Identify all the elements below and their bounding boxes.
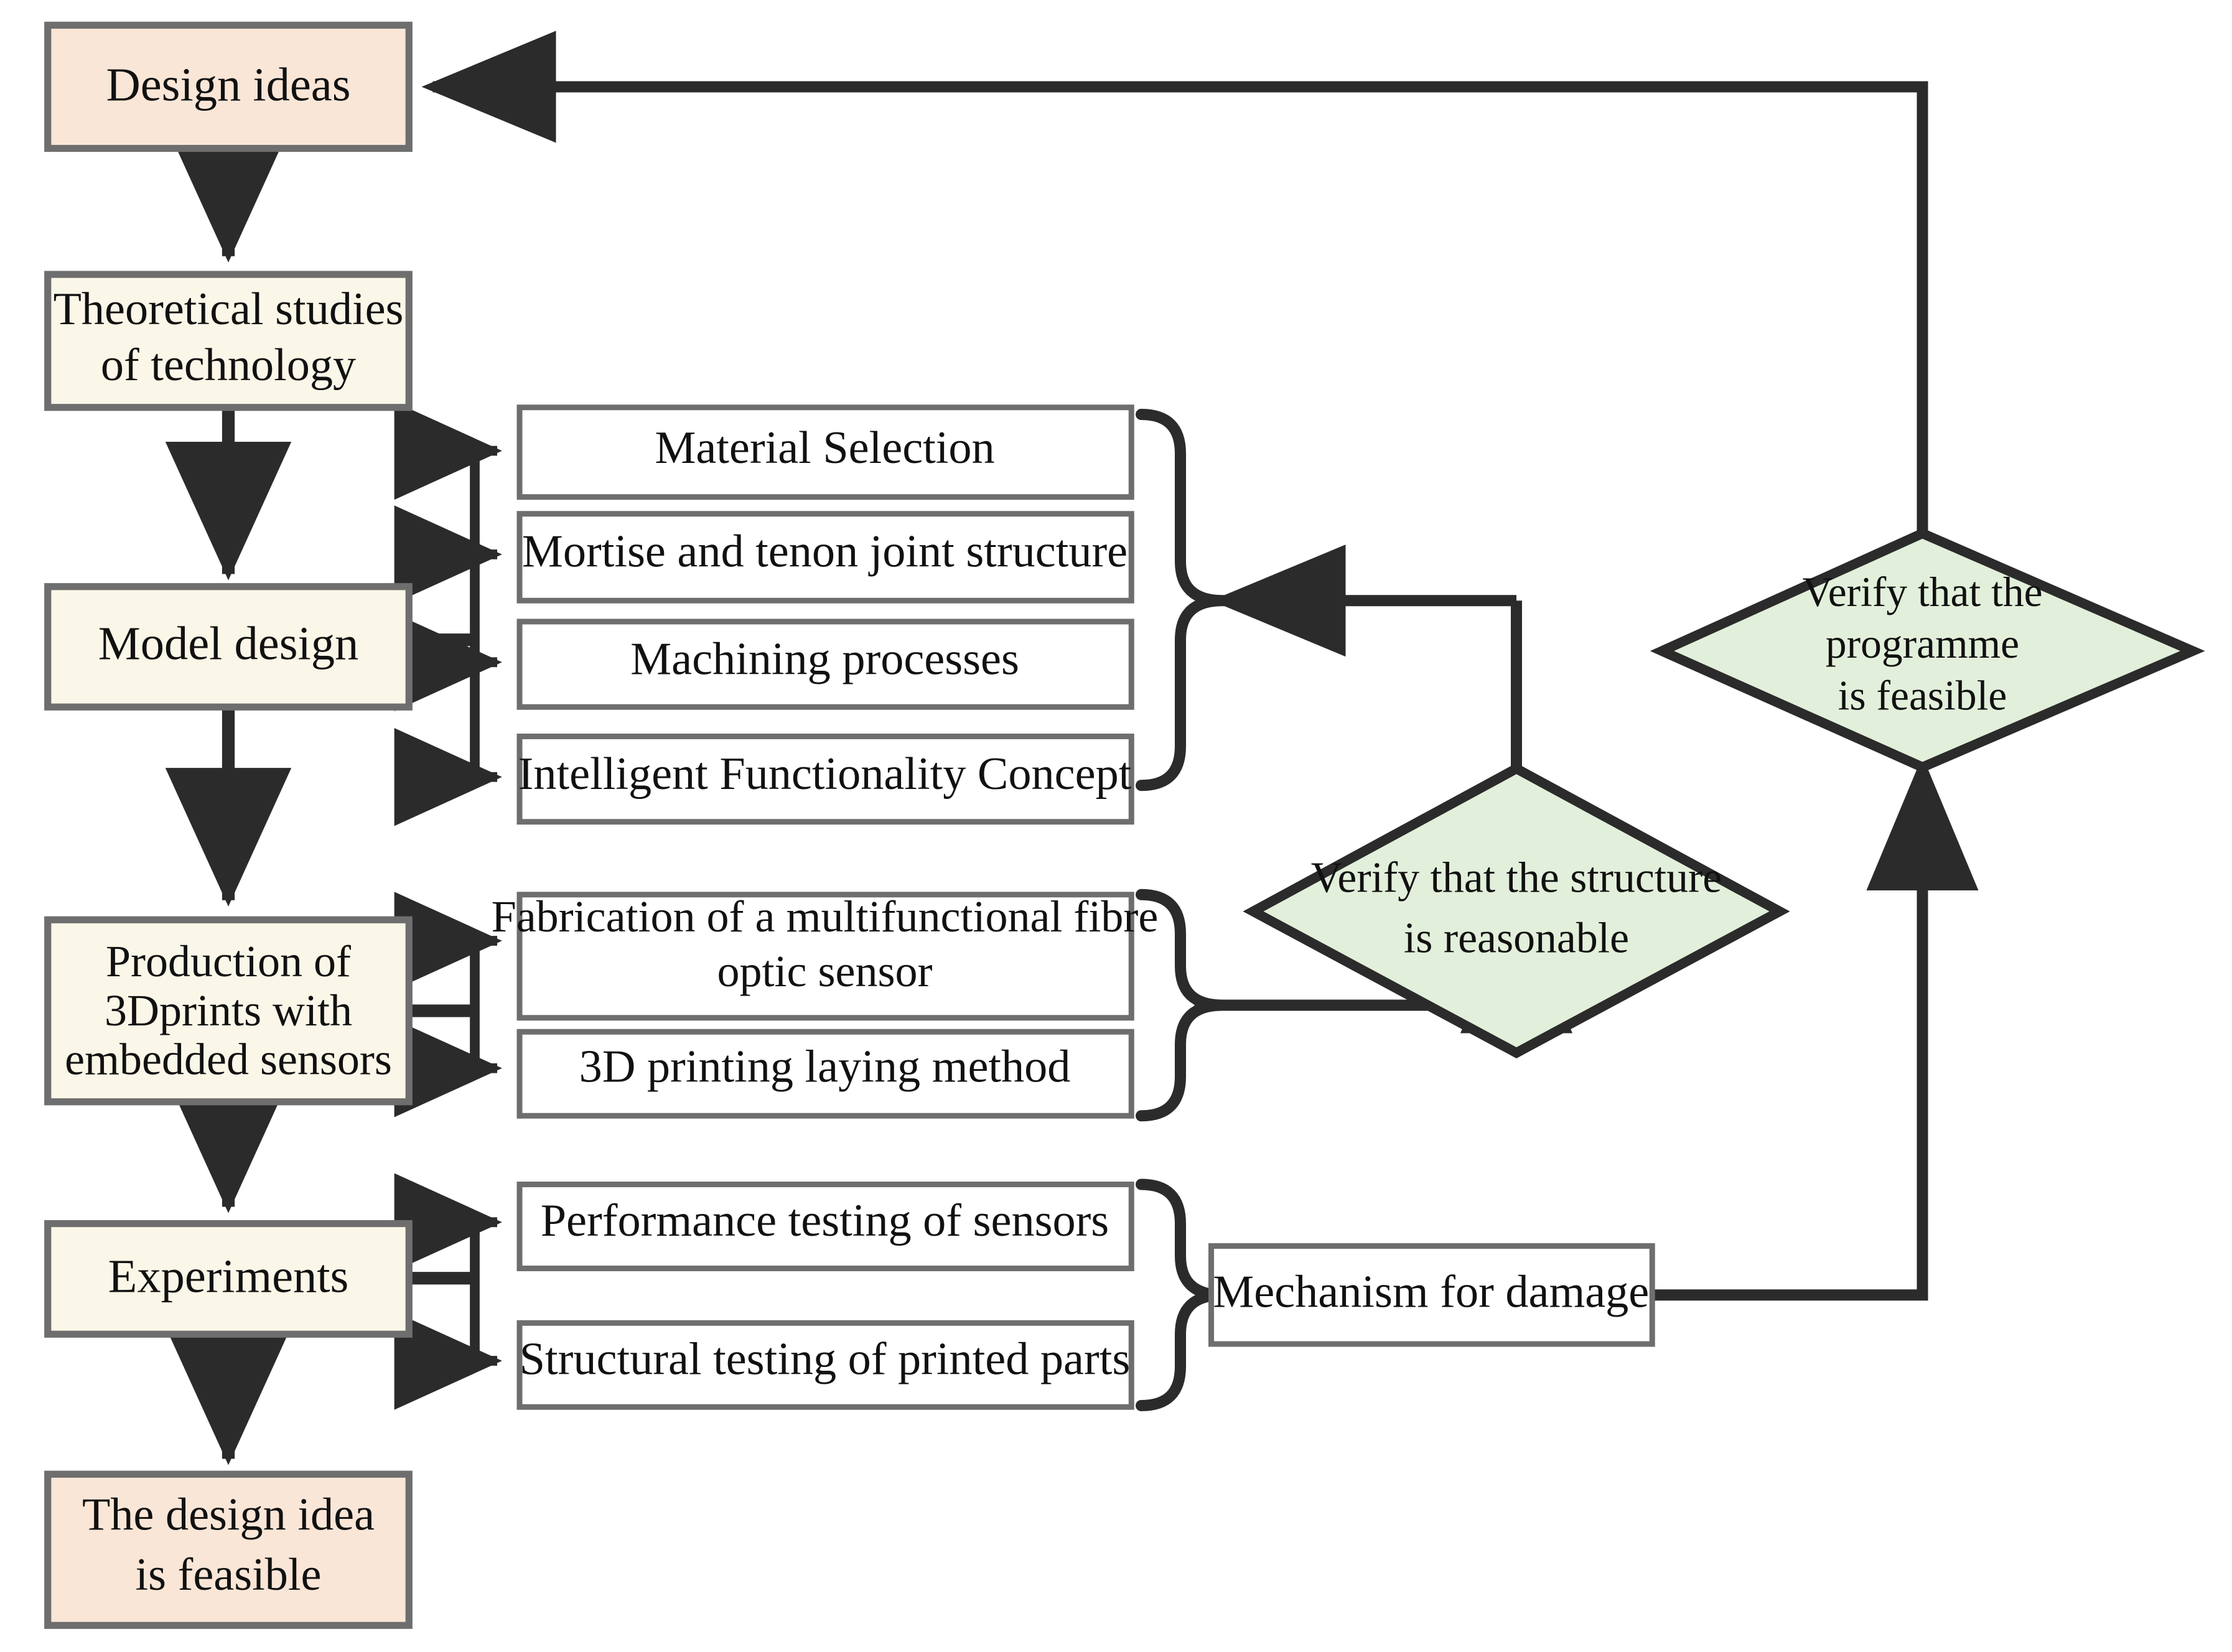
node-verify-programme-line3: is feasible bbox=[1838, 672, 2007, 719]
node-structural-testing-label: Structural testing of printed parts bbox=[520, 1334, 1131, 1385]
node-verify-programme[interactable]: Verify that the programme is feasible bbox=[1650, 528, 2205, 773]
node-fabrication-fibre-sensor[interactable]: Fabrication of a multifunctional fibre o… bbox=[492, 892, 1159, 1021]
node-model-design-label: Model design bbox=[98, 617, 359, 670]
node-fabrication-line2: optic sensor bbox=[717, 946, 933, 996]
node-printing-laying-method[interactable]: 3D printing laying method bbox=[516, 1029, 1134, 1119]
node-production-line3: embedded sensors bbox=[65, 1035, 392, 1085]
node-production-3dprints[interactable]: Production of 3Dprints with embedded sen… bbox=[44, 916, 413, 1106]
node-theoretical-studies[interactable]: Theoretical studies of technology bbox=[44, 271, 413, 411]
node-mechanism-damage[interactable]: Mechanism for damage bbox=[1208, 1243, 1655, 1347]
node-feasible-line1: The design idea bbox=[82, 1489, 375, 1540]
node-mortise-tenon[interactable]: Mortise and tenon joint structure bbox=[516, 511, 1134, 604]
node-theoretical-studies-line2: of technology bbox=[101, 340, 356, 391]
node-performance-testing-label: Performance testing of sensors bbox=[541, 1195, 1109, 1246]
node-mortise-tenon-label: Mortise and tenon joint structure bbox=[522, 526, 1128, 577]
node-fabrication-line1: Fabrication of a multifunctional fibre bbox=[492, 892, 1159, 941]
node-production-line1: Production of bbox=[106, 936, 351, 986]
node-verify-structure-line2: is reasonable bbox=[1404, 914, 1629, 962]
node-printing-laying-label: 3D printing laying method bbox=[579, 1041, 1071, 1092]
node-verify-structure-line1: Verify that the structure bbox=[1311, 854, 1722, 902]
node-production-line2: 3Dprints with bbox=[105, 986, 352, 1035]
node-design-ideas[interactable]: Design ideas bbox=[44, 21, 413, 152]
node-structural-testing[interactable]: Structural testing of printed parts bbox=[516, 1320, 1134, 1410]
node-model-design[interactable]: Model design bbox=[44, 583, 413, 711]
node-verify-programme-line1: Verify that the bbox=[1802, 569, 2042, 615]
node-intelligent-functionality-label: Intelligent Functionality Concept bbox=[518, 749, 1132, 800]
node-machining-processes[interactable]: Machining processes bbox=[516, 618, 1134, 710]
node-performance-testing[interactable]: Performance testing of sensors bbox=[516, 1182, 1134, 1271]
node-design-ideas-label: Design ideas bbox=[106, 58, 350, 111]
node-design-idea-feasible[interactable]: The design idea is feasible bbox=[44, 1470, 413, 1629]
node-theoretical-studies-line1: Theoretical studies bbox=[54, 284, 404, 335]
node-intelligent-functionality[interactable]: Intelligent Functionality Concept bbox=[516, 734, 1134, 825]
node-feasible-line2: is feasible bbox=[136, 1549, 322, 1600]
node-verify-structure[interactable]: Verify that the structure is reasonable bbox=[1243, 763, 1790, 1058]
left-column-nodes: Design ideas Theoretical studies of tech… bbox=[44, 21, 413, 1629]
node-material-selection-label: Material Selection bbox=[655, 422, 994, 474]
node-experiments[interactable]: Experiments bbox=[44, 1220, 413, 1338]
node-verify-programme-line2: programme bbox=[1826, 620, 2019, 667]
node-mechanism-damage-label: Mechanism for damage bbox=[1213, 1267, 1649, 1318]
edge-verify-programme-to-design-ideas bbox=[421, 30, 1928, 534]
node-experiments-label: Experiments bbox=[108, 1249, 349, 1302]
node-material-selection[interactable]: Material Selection bbox=[516, 404, 1134, 500]
brace-model-group bbox=[1136, 409, 1223, 791]
sub-process-nodes: Material Selection Mortise and tenon joi… bbox=[492, 404, 1655, 1410]
decision-nodes: Verify that the structure is reasonable … bbox=[1243, 528, 2205, 1058]
node-machining-processes-label: Machining processes bbox=[630, 634, 1019, 685]
brace-production-group bbox=[1136, 889, 1223, 1122]
edge-mechanism-to-verify-programme bbox=[1652, 756, 1979, 1301]
